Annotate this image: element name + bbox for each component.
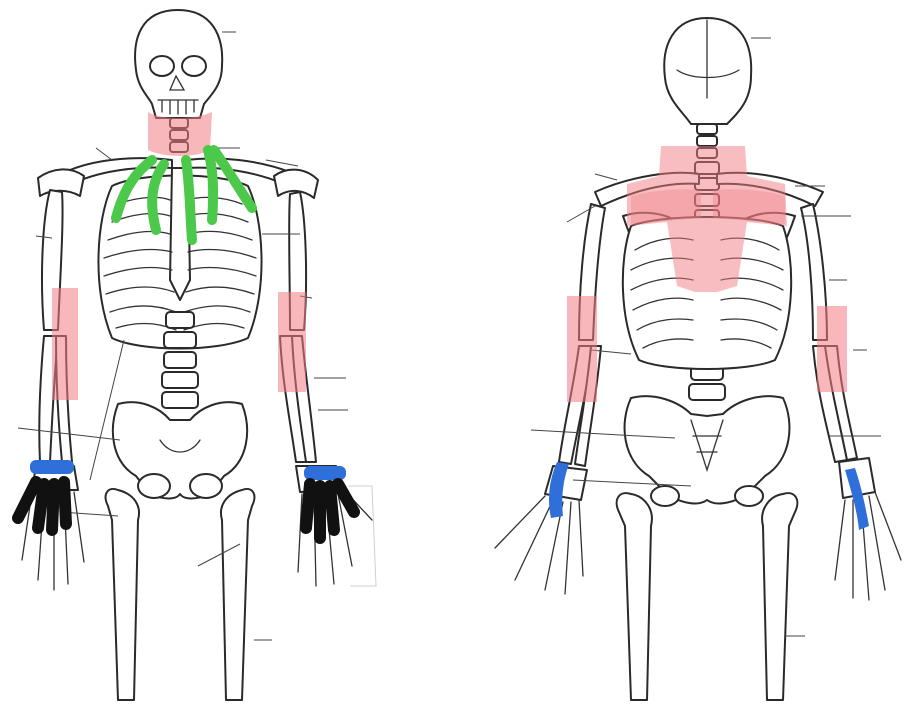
blue-right-wrist-band	[304, 466, 346, 480]
pelvis-posterior	[625, 396, 790, 506]
femurs	[106, 489, 255, 700]
red-left-forearm-marking-posterior	[567, 296, 597, 402]
right-arm-posterior	[801, 204, 901, 600]
pelvis	[113, 402, 247, 498]
posterior-skeleton-drawing	[455, 0, 907, 710]
black-right-fingers-marking	[306, 484, 354, 538]
femurs-posterior	[617, 493, 798, 700]
skull	[135, 10, 222, 118]
red-left-forearm-marking	[52, 288, 78, 400]
anterior-skeleton-drawing	[0, 0, 450, 710]
red-neck-marking	[148, 112, 212, 156]
red-right-forearm-marking	[278, 292, 306, 392]
anterior-skeleton-figure	[0, 0, 450, 710]
skull-posterior	[664, 18, 751, 124]
lumbar-spine	[162, 312, 198, 408]
blue-left-wrist-band	[30, 460, 74, 474]
posterior-skeleton-figure	[455, 0, 907, 710]
red-right-forearm-marking-posterior	[817, 306, 847, 392]
black-left-fingers-marking	[18, 482, 66, 530]
